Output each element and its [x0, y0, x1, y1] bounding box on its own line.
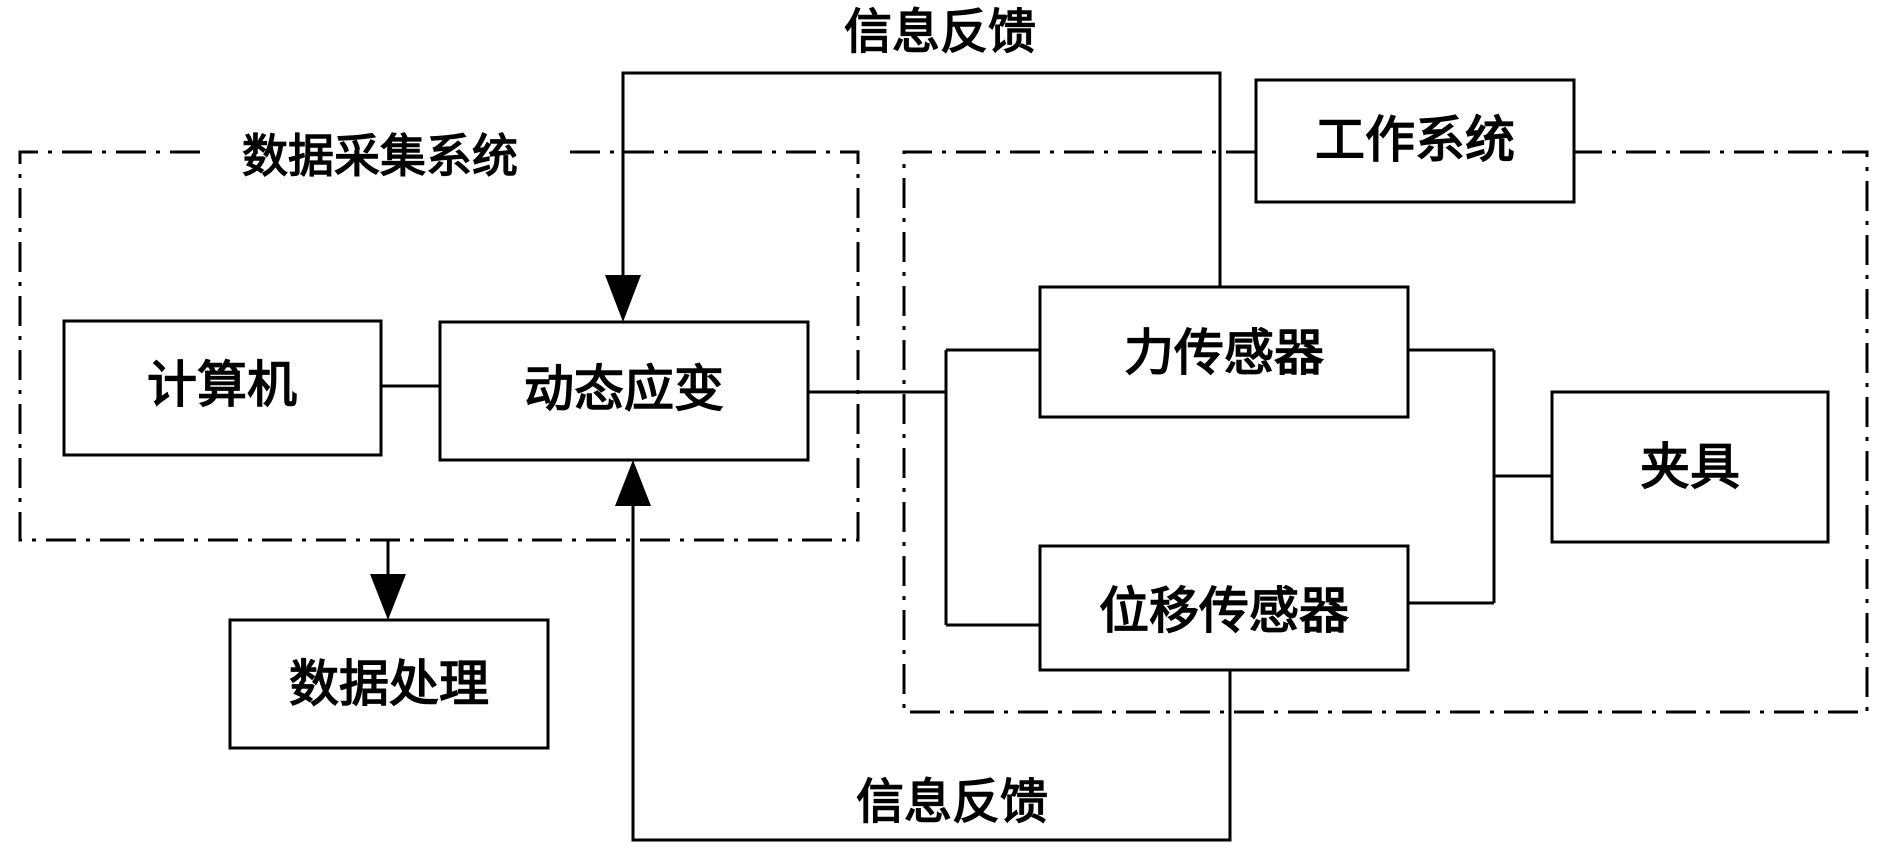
- computer-block: 计算机: [62, 319, 383, 457]
- fixture-label: 夹具: [1640, 437, 1740, 496]
- force-sensor-block: 力传感器: [1038, 285, 1410, 419]
- bottom-feedback-line: [631, 500, 1232, 842]
- arrows: [370, 275, 651, 620]
- dynamic-strain-label: 动态应变: [524, 359, 724, 418]
- bottom-feedback-label: 信息反馈: [856, 774, 1048, 830]
- work-system-title: 工作系统: [1315, 110, 1515, 169]
- top-feedback-arrow: [605, 275, 641, 322]
- bottom-feedback-arrow: [615, 460, 651, 506]
- computer-label: 计算机: [147, 355, 297, 414]
- connections: [381, 71, 1552, 842]
- data-processing-label: 数据处理: [289, 654, 489, 713]
- force-sensor-label: 力传感器: [1124, 323, 1325, 382]
- top-feedback-line: [621, 71, 1222, 287]
- work-system-boundary: [902, 150, 1869, 714]
- data-processing-block: 数据处理: [228, 618, 550, 750]
- work-system-label-box: [1254, 78, 1576, 204]
- data-acquisition-group: 数据采集系统: [18, 129, 860, 542]
- dynamic-strain-block: 动态应变: [438, 320, 810, 462]
- fixture-block: 夹具: [1550, 390, 1830, 544]
- top-feedback-label: 信息反馈: [844, 4, 1036, 60]
- data-acquisition-boundary: [18, 150, 860, 542]
- displacement-sensor-label: 位移传感器: [1099, 581, 1350, 640]
- work-system-group: 工作系统: [902, 78, 1869, 714]
- displacement-sensor-block: 位移传感器: [1038, 544, 1410, 672]
- processing-arrow: [370, 574, 406, 620]
- data-acquisition-title: 数据采集系统: [242, 129, 518, 183]
